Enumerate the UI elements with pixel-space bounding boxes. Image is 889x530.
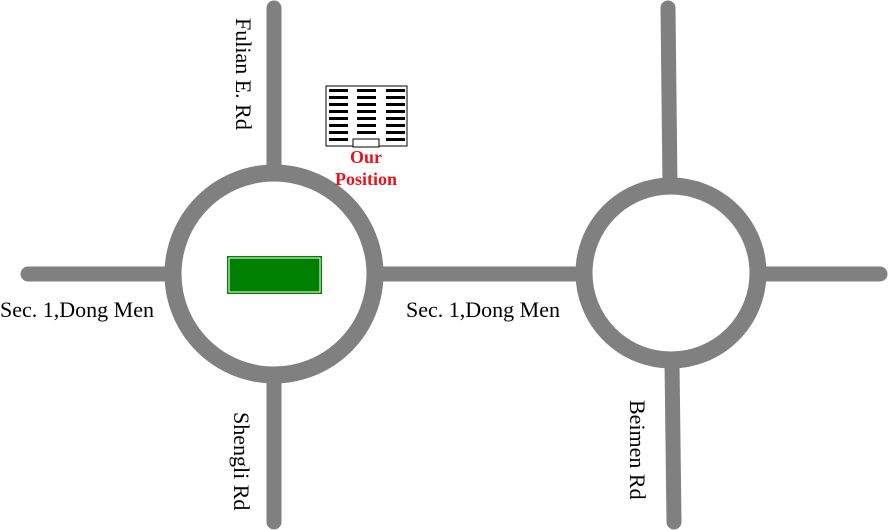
building-icon: [325, 85, 408, 148]
roundabout-right: [575, 177, 767, 369]
position-label-line1: Our: [350, 147, 382, 167]
road-label-shengli: Shengli Rd: [229, 412, 254, 510]
position-label-line2: Position: [335, 169, 397, 189]
landmark-icon: [227, 256, 322, 294]
road-network: [20, 0, 888, 530]
road-beimen: [664, 354, 682, 530]
road-label-dongmen-west: Sec. 1,Dong Men: [0, 297, 154, 322]
road-north-east: [660, 0, 678, 194]
road-label-dongmen-middle: Sec. 1,Dong Men: [406, 297, 560, 322]
roundabout-left: [164, 164, 384, 384]
road-label-beimen: Beimen Rd: [625, 400, 650, 500]
road-label-fulian-e: Fulian E. Rd: [231, 18, 256, 130]
